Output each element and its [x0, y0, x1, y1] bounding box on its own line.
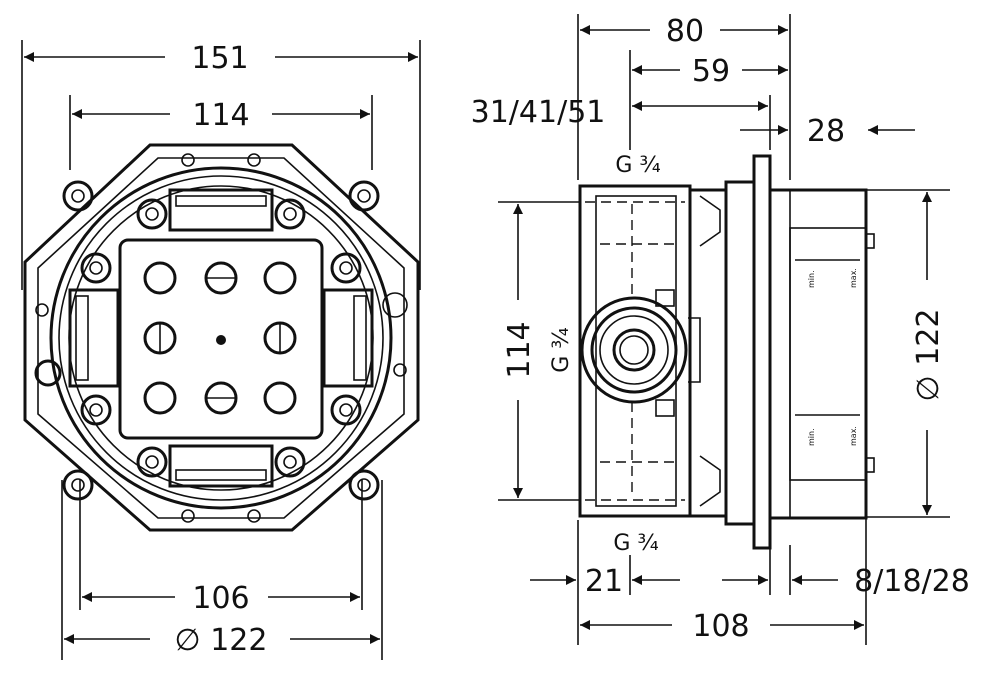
housing-front: [23, 143, 420, 532]
dim-label-8-18-28: 8/18/28: [854, 564, 970, 599]
dim-label-80: 80: [666, 14, 704, 49]
dim-114-side: 114: [502, 204, 537, 498]
dim-label-diameter-122-side: ∅ 122: [911, 309, 946, 402]
max-mark-upper: max.: [849, 268, 858, 288]
front-view: 151 114 106 ∅ 122: [21, 40, 421, 660]
dim-label-106: 106: [192, 581, 249, 616]
dim-label-28: 28: [807, 114, 845, 149]
dim-8-18-28: 8/18/28: [722, 564, 970, 599]
dim-label-114-side: 114: [502, 321, 537, 378]
dim-label-59: 59: [692, 54, 730, 89]
dim-31-41-51: 31/41/51: [471, 95, 768, 130]
dim-label-21: 21: [585, 564, 623, 599]
dim-label-114: 114: [192, 98, 249, 133]
dim-114-top: 114: [72, 98, 370, 133]
dim-28: 28: [740, 114, 915, 149]
side-view: 80 59 31/41/51 28 114 ∅ 122: [471, 14, 970, 645]
dim-label-108: 108: [692, 609, 749, 644]
dim-21: 21: [530, 564, 680, 599]
dim-label-31-41-51: 31/41/51: [471, 95, 606, 130]
dim-59: 59: [632, 54, 788, 89]
thread-label-top: G ¾: [615, 153, 660, 178]
dim-label-diameter-122: ∅ 122: [175, 623, 268, 658]
dim-80: 80: [580, 14, 788, 49]
dim-108: 108: [580, 609, 864, 644]
dim-diameter-122-side: ∅ 122: [911, 192, 946, 515]
max-mark-lower: max.: [849, 426, 858, 446]
min-mark-upper: min.: [807, 270, 816, 288]
dim-label-151: 151: [191, 41, 248, 76]
min-mark-lower: min.: [807, 428, 816, 446]
thread-label-side: G ¾: [549, 327, 574, 372]
dim-151: 151: [24, 41, 418, 76]
housing-side: min. max. min. max.: [578, 154, 875, 550]
dim-106: 106: [82, 581, 360, 616]
thread-label-bottom: G ¾: [613, 531, 658, 556]
dim-diameter-122-front: ∅ 122: [64, 623, 380, 658]
